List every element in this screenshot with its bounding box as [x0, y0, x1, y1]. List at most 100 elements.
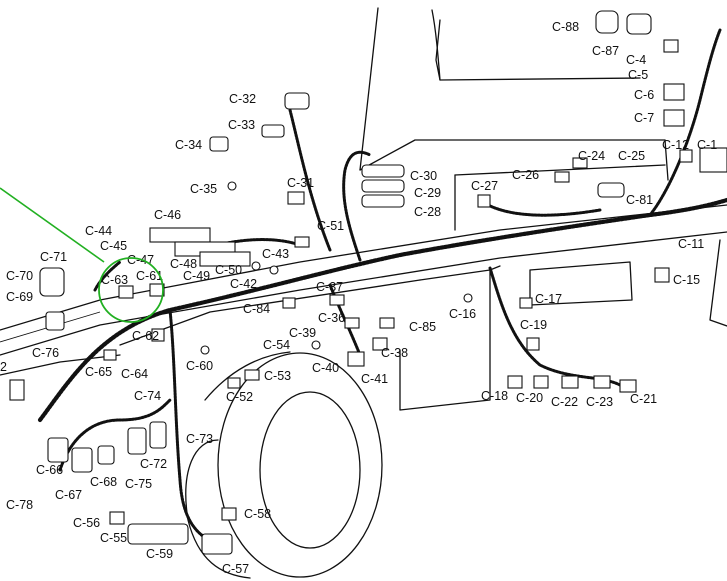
label-c7: C-7 — [634, 111, 654, 125]
connector-c30-body — [361, 164, 405, 178]
connector-c27-body — [477, 194, 491, 208]
connector-c48-body — [199, 251, 251, 267]
label-c32: C-32 — [229, 92, 256, 106]
connector-c16-body — [463, 293, 473, 303]
label-c16: C-16 — [449, 307, 476, 321]
label-c73: C-73 — [186, 432, 213, 446]
label-c26: C-26 — [512, 168, 539, 182]
label-c50: C-50 — [215, 263, 242, 277]
connector-c7-body — [663, 109, 685, 127]
label-c54: C-54 — [263, 338, 290, 352]
label-c31: C-31 — [287, 176, 314, 190]
label-c64: C-64 — [121, 367, 148, 381]
connector-c57-body — [201, 533, 233, 555]
front-wheel — [185, 351, 383, 579]
connector-c15-body — [654, 267, 670, 283]
connector-c41-body — [347, 351, 365, 367]
label-c74: C-74 — [134, 389, 161, 403]
label-c72: C-72 — [140, 457, 167, 471]
connector-c58-body — [221, 507, 237, 521]
label-c48: C-48 — [170, 257, 197, 271]
connector-c88-body — [595, 10, 619, 34]
label-c43: C-43 — [262, 247, 289, 261]
label-c87: C-87 — [592, 44, 619, 58]
connector-c72-body — [127, 427, 147, 455]
connector-c63-body — [118, 285, 134, 299]
label-c68: C-68 — [90, 475, 117, 489]
label-c52: C-52 — [226, 390, 253, 404]
connector-c53-body — [244, 369, 260, 381]
connector-c29-body — [361, 179, 405, 193]
label-c61: C-61 — [136, 269, 163, 283]
connector-c39-body — [311, 340, 321, 350]
label-c35: C-35 — [190, 182, 217, 196]
connector-c65-body — [103, 349, 117, 361]
label-c11: C-11 — [678, 237, 704, 251]
connector-c61-body — [149, 283, 165, 297]
connector-c68-body — [97, 445, 115, 465]
label-c23: C-23 — [586, 395, 613, 409]
label-c39: C-39 — [289, 326, 316, 340]
connector-c21-body — [619, 379, 637, 393]
connector-c23-body — [593, 375, 611, 389]
highlight-annotation — [0, 187, 164, 323]
label-c28: C-28 — [414, 205, 441, 219]
connector-c33-body — [261, 124, 285, 138]
connector-c51-body — [294, 236, 310, 248]
connector-c28-body — [361, 194, 405, 208]
label-c6: C-6 — [634, 88, 654, 102]
label-c59: C-59 — [146, 547, 173, 561]
label-c36: C-36 — [318, 311, 345, 325]
label-c37: C-37 — [316, 280, 343, 294]
connector-c20-body — [533, 375, 549, 389]
label-c29: C-29 — [414, 186, 441, 200]
label-c22: C-22 — [551, 395, 578, 409]
highlight-circle — [98, 257, 164, 323]
label-c19: C-19 — [520, 318, 547, 332]
label-c57: C-57 — [222, 562, 249, 576]
frame-rails — [0, 204, 727, 411]
label-c12: C-12 — [662, 138, 689, 152]
label-c81: C-81 — [626, 193, 653, 207]
label-c27: C-27 — [471, 179, 498, 193]
connector-c67-body — [71, 447, 93, 473]
label-c5: C-5 — [628, 68, 648, 82]
connector-c12-body — [679, 149, 693, 163]
label-c46: C-46 — [154, 208, 181, 222]
connector-c59-body — [127, 523, 189, 545]
label-c78: C-78 — [6, 498, 33, 512]
label-c69: C-69 — [6, 290, 33, 304]
label-c21: C-21 — [630, 392, 657, 406]
label-c58: C-58 — [244, 507, 271, 521]
label-c60: C-60 — [186, 359, 213, 373]
label-c85: C-85 — [409, 320, 436, 334]
connector-c74-body — [149, 421, 167, 449]
connector-c1-body — [699, 147, 727, 173]
connector-c19-body — [526, 337, 540, 351]
connector-c31-body — [287, 191, 305, 205]
label-c63: C-63 — [101, 273, 128, 287]
connector-c22-body — [561, 375, 579, 389]
label-c30: C-30 — [410, 169, 437, 183]
connector-c66-body — [47, 437, 69, 463]
connector-c56-body — [109, 511, 125, 525]
label-c49: C-49 — [183, 269, 210, 283]
connector-c50-body — [251, 261, 261, 271]
connector-c38-body — [372, 337, 388, 351]
connector-c62-body — [151, 328, 165, 342]
label-c42: C-42 — [230, 277, 257, 291]
label-c15: C-15 — [673, 273, 700, 287]
connector-c87-body — [626, 13, 652, 35]
connector-c69-body — [45, 311, 65, 331]
label-c75: C-75 — [125, 477, 152, 491]
label-c62: C-62 — [132, 329, 159, 343]
label-c45: C-45 — [100, 239, 127, 253]
label-c34: C-34 — [175, 138, 202, 152]
label-c71: C-71 — [40, 250, 67, 264]
label-c84: C-84 — [243, 302, 270, 316]
connector-c26-body — [554, 171, 570, 183]
connector-c36-body — [344, 317, 360, 329]
label-c20: C-20 — [516, 391, 543, 405]
label-c65: C-65 — [85, 365, 112, 379]
